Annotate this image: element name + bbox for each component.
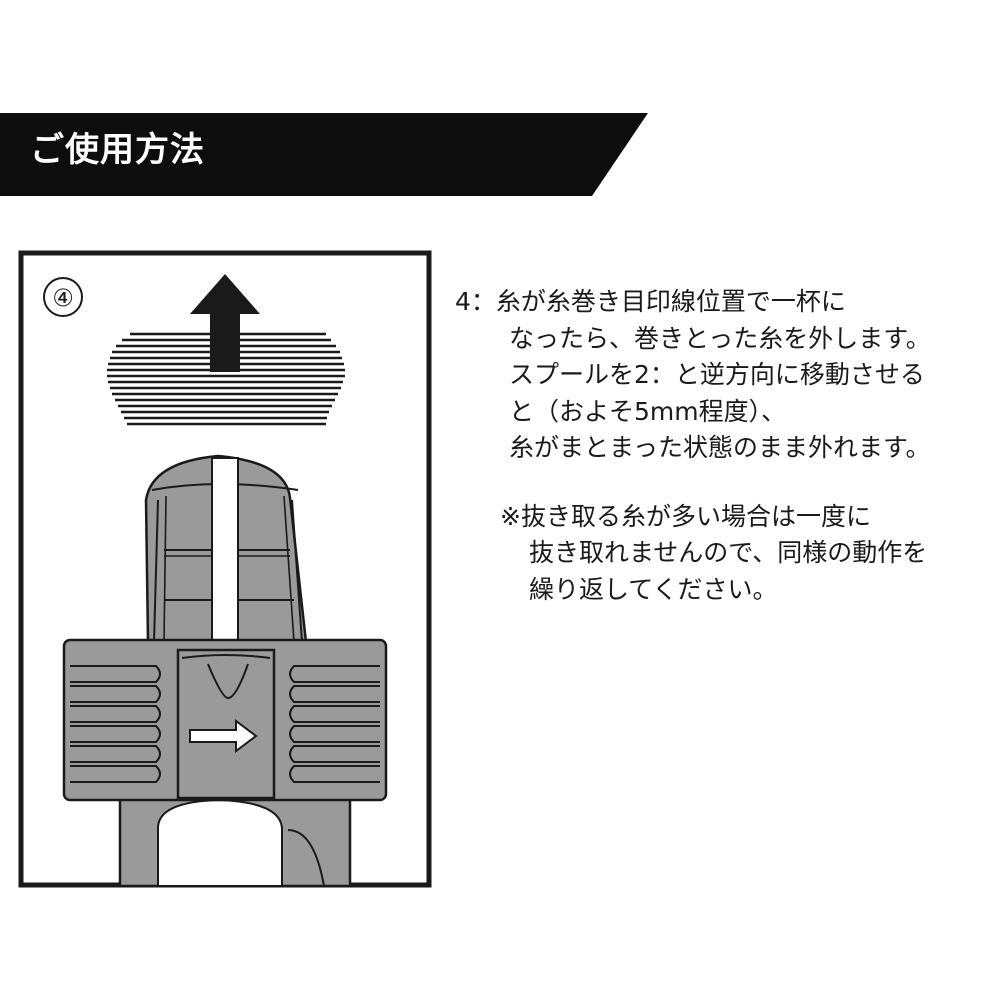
right-grip [289, 665, 380, 783]
section-header-banner [0, 113, 650, 196]
note-line: 抜き取れませんので、同様の動作を [529, 538, 928, 567]
spool-top [144, 454, 308, 644]
illustration-svg: ④ [18, 250, 432, 888]
step-line: スプールを2：と逆方向に移動させる [509, 360, 925, 389]
up-arrow-icon [190, 274, 260, 372]
step-line: 糸がまとまった状態のまま外れます。 [509, 433, 931, 462]
note-block: ※抜き取る糸が多い場合は一度に 抜き取れませんので、同様の動作を 繰り返してくだ… [455, 499, 1000, 609]
right-arrow-icon [189, 719, 258, 753]
note-line: 繰り返してください。 [529, 574, 778, 604]
step-line: なったら、巻きとった糸を外します。 [509, 323, 931, 353]
spool-lower-body [118, 788, 352, 888]
step-badge: ④ [43, 277, 83, 317]
banner-background [0, 113, 648, 196]
step-line: と（およそ5mm程度）、 [509, 396, 787, 426]
step-line: 4：糸が糸巻き目印線位置で一杯に [455, 287, 846, 316]
usage-illustration: ④ [18, 250, 432, 888]
slider-block [62, 638, 388, 802]
step-badge-label: ④ [52, 284, 74, 312]
page-title: ご使用方法 [30, 130, 205, 170]
instructions-text: 4：糸が糸巻き目印線位置で一杯に なったら、巻きとった糸を外します。 スプールを… [455, 284, 1000, 608]
left-grip [70, 665, 161, 783]
note-line: ※抜き取る糸が多い場合は一度に [500, 501, 871, 531]
